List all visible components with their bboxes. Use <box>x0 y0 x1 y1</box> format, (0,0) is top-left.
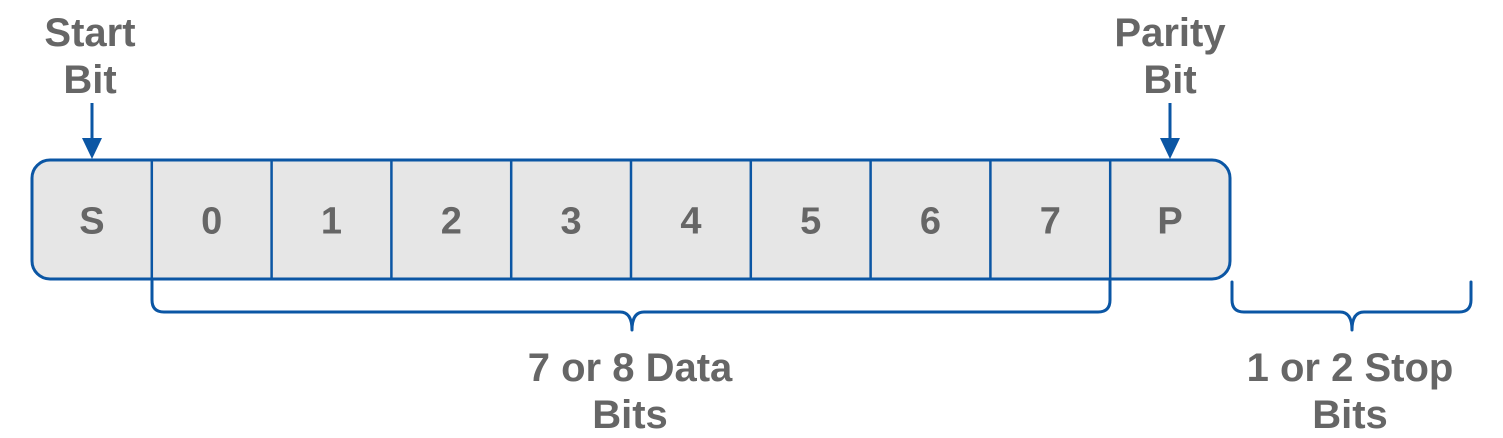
frame-cell-label: 4 <box>680 201 701 243</box>
frame-cell-label: S <box>79 201 104 243</box>
frame-cell-label: P <box>1157 201 1182 243</box>
data-bits-brace <box>150 279 1112 332</box>
start-bit-arrow-head <box>82 138 102 159</box>
start-bit-label-line2: Bit <box>63 58 116 102</box>
frame-cell-label: 2 <box>441 201 462 243</box>
frame-cells: S 0 1 2 3 4 5 6 7 P <box>79 160 1183 279</box>
data-bits-label-line1: 7 or 8 Data <box>528 346 733 390</box>
frame-cell-label: 7 <box>1040 201 1061 243</box>
parity-bit-label-line2: Bit <box>1143 58 1196 102</box>
parity-bit-label-line1: Parity <box>1114 11 1226 55</box>
frame-cell-label: 6 <box>920 201 941 243</box>
stop-bits-label-line1: 1 or 2 Stop <box>1247 346 1454 390</box>
frame-cell-label: 1 <box>321 201 342 243</box>
frame-cell-label: 5 <box>800 201 821 243</box>
parity-bit-callout: Parity Bit <box>1114 11 1226 159</box>
start-bit-callout: Start Bit <box>44 11 136 159</box>
stop-bits-brace <box>1230 280 1473 332</box>
stop-bits-label-line2: Bits <box>1312 393 1388 437</box>
data-bits-label-line2: Bits <box>592 393 668 437</box>
start-bit-label-line1: Start <box>44 11 135 55</box>
frame-cell-label: 3 <box>561 201 582 243</box>
frame-cell-label: 0 <box>201 201 222 243</box>
parity-bit-arrow-head <box>1160 138 1180 159</box>
